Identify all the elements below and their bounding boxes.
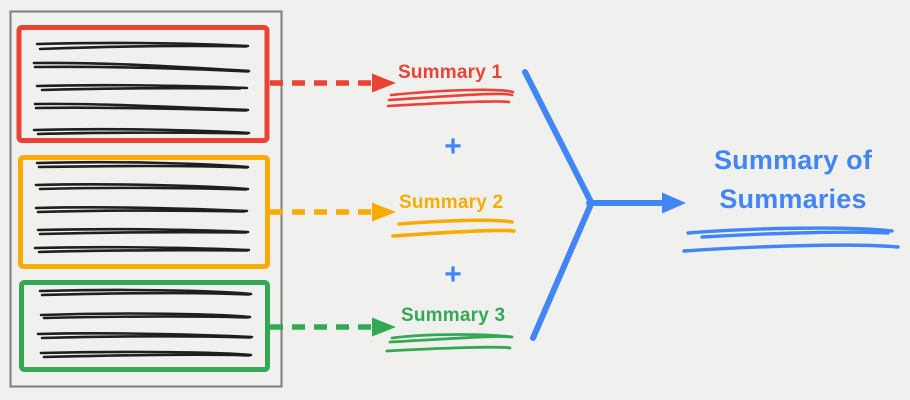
dashed-arrow-yellow	[270, 202, 396, 222]
summary2-label: Summary 2	[399, 192, 504, 213]
summary1-label: Summary 1	[398, 62, 503, 83]
text-scribbles-section-red	[32, 41, 251, 136]
section-box-yellow	[18, 155, 270, 269]
summary1-scribble	[386, 88, 515, 108]
dashed-arrow-red	[270, 73, 396, 93]
dashed-arrow-green	[270, 317, 396, 337]
plus-sign-1: +	[444, 130, 462, 163]
section-box-red	[16, 25, 270, 143]
summary-of-summaries-title: Summary of Summaries	[713, 145, 873, 215]
plus-sign-2: +	[444, 258, 462, 291]
merge-arrow	[522, 69, 686, 341]
text-scribbles-section-yellow	[33, 160, 251, 254]
summary3-scribble	[385, 333, 514, 353]
summary3-label: Summary 3	[401, 305, 506, 326]
text-scribbles-section-green	[36, 288, 254, 359]
summary2-scribble	[391, 218, 516, 238]
document-outline	[9, 10, 283, 388]
title-scribble	[682, 226, 900, 253]
section-box-green	[19, 280, 270, 372]
